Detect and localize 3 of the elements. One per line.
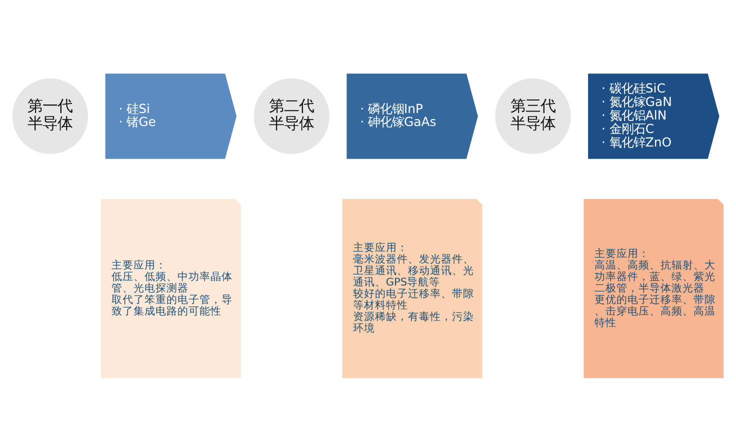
node-circle: 第一代半导体 [12,78,88,154]
node-circle: 第二代半导体 [254,78,330,154]
node-circle: 第三代半导体 [495,78,571,154]
